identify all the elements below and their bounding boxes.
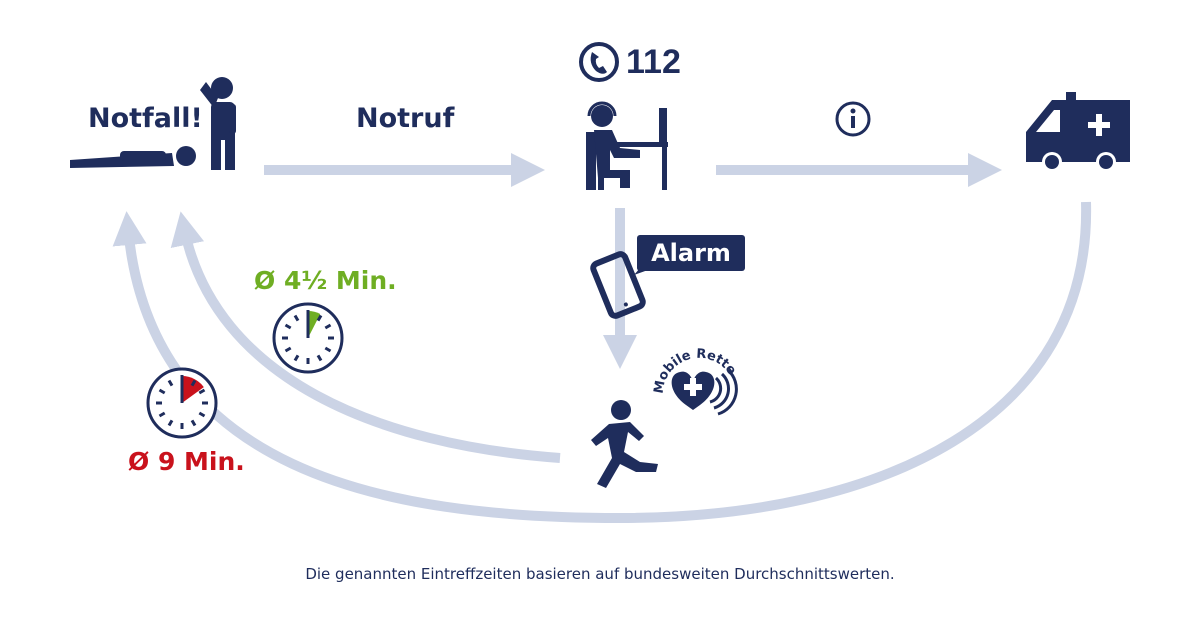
runner-icon — [591, 400, 658, 488]
alarm-badge: Alarm — [637, 235, 745, 271]
stopwatch-icon — [146, 367, 218, 439]
timer-tick — [316, 314, 323, 322]
emergency-label: Notfall! — [88, 103, 203, 134]
timer-wedge-red — [182, 376, 204, 403]
timer-tick — [158, 411, 166, 418]
timer-tick — [190, 419, 197, 427]
timer-tick — [293, 354, 300, 362]
timer-tick — [324, 346, 332, 353]
timer-wedge-green — [308, 311, 321, 338]
timer-tick — [284, 346, 292, 353]
timer-tick — [167, 379, 174, 387]
timer-tick — [293, 314, 300, 322]
timer-tick — [316, 354, 323, 362]
timer-tick — [198, 388, 206, 395]
timer-tick — [167, 419, 174, 427]
info-icon — [835, 101, 871, 137]
timer-tick — [158, 388, 166, 395]
timer-tick — [190, 379, 197, 387]
stopwatch-icon — [272, 302, 344, 374]
arrow-mobile-retter-to-patient — [170, 211, 561, 463]
person-lying-icon — [70, 146, 196, 168]
time-ambulance-label: Ø 9 Min. — [128, 447, 245, 476]
phone-icon — [579, 42, 619, 82]
timer-tick — [284, 323, 292, 330]
emergency-call-label: Notruf — [356, 103, 455, 134]
timer-tick — [198, 411, 206, 418]
flow-arrows — [112, 152, 1092, 524]
time-mobile-retter-label: Ø 4½ Min. — [254, 266, 397, 295]
timer-tick — [324, 323, 332, 330]
dispatcher-icon — [586, 101, 668, 190]
footnote: Die genannten Eintreffzeiten basieren au… — [305, 565, 895, 583]
person-on-phone-icon — [200, 77, 236, 170]
phone-number-label: 112 — [626, 43, 681, 81]
ambulance-icon — [1026, 92, 1130, 172]
